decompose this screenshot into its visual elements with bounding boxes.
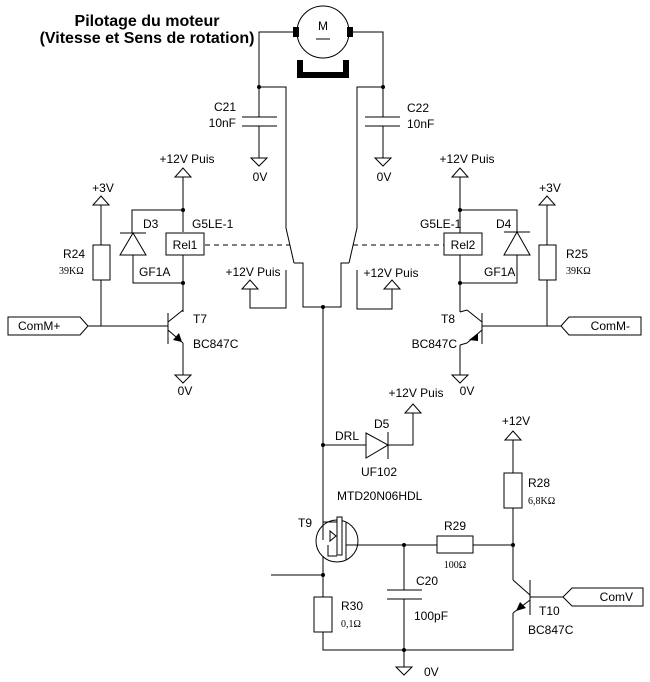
t9-model: MTD20N06HDL: [337, 489, 423, 503]
supply-arrow-icon: [240, 279, 260, 290]
t8-ground-label: 0V: [460, 384, 475, 398]
capacitor-c21: [242, 87, 277, 167]
supply-arrow-icon: [91, 195, 111, 206]
ground-icon: [450, 374, 470, 384]
capacitor-c20: [387, 545, 422, 650]
r25-ref: R25: [566, 247, 588, 261]
t8-model: BC847C: [412, 337, 458, 351]
npn-transistor-t10: [512, 579, 531, 615]
r24-ref: R24: [63, 247, 85, 261]
resistor-r24: [92, 244, 111, 281]
t8-ref: T8: [441, 312, 455, 326]
d3-value: GF1A: [139, 265, 170, 279]
c21-value: 10nF: [209, 116, 236, 130]
supply-arrow-icon: [382, 279, 402, 290]
rel1-contact-supply-label: +12V Puis: [225, 265, 280, 279]
t10-model: BC847C: [528, 623, 574, 637]
r30-value: 0,1Ω: [341, 619, 361, 630]
wire: [322, 613, 514, 651]
d5-supply-label: +12V Puis: [388, 386, 443, 400]
d4-ref: D4: [496, 217, 512, 231]
c21-ref: C21: [214, 100, 236, 114]
rel1-model: G5LE-1: [192, 217, 234, 231]
c21-ground-label: 0V: [253, 170, 268, 184]
title-line-1: Pilotage du moteur: [75, 13, 220, 30]
c22-ref: C22: [407, 101, 429, 115]
c20-ref: C20: [416, 574, 438, 588]
relay-coil-rel2: [443, 232, 483, 256]
d4-value: GF1A: [484, 265, 515, 279]
drl-net-label: DRL: [335, 429, 359, 443]
npn-transistor-t7: [167, 309, 193, 384]
ground-icon: [249, 157, 269, 167]
capacitor-c22: [365, 87, 400, 167]
supply-arrow-icon: [450, 167, 470, 178]
c22-value: 10nF: [407, 117, 434, 131]
supply-arrow-icon: [403, 403, 423, 414]
main-ground-label: 0V: [424, 665, 439, 679]
t7-ground-label: 0V: [178, 384, 193, 398]
c20-value: 100pF: [414, 609, 448, 623]
rel2-supply-label: +12V Puis: [439, 152, 494, 166]
r28-ref: R28: [528, 476, 550, 490]
comm-plus-label: ComM+: [18, 319, 60, 333]
t10-ref: T10: [539, 604, 560, 618]
rel2-ref: Rel2: [451, 238, 476, 252]
rel1-supply-label: +12V Puis: [159, 152, 214, 166]
supply-arrow-icon: [503, 430, 523, 441]
r25-supply-label: +3V: [539, 181, 561, 195]
c22-ground-label: 0V: [377, 170, 392, 184]
wire: [258, 31, 293, 87]
d3-ref: D3: [143, 217, 159, 231]
relay-coil-rel1: [165, 232, 205, 256]
t9-ref: T9: [298, 516, 312, 530]
motor-symbol-label: M: [318, 19, 328, 33]
r24-value: 39KΩ: [59, 266, 84, 277]
ground-icon: [394, 666, 414, 676]
r30-ref: R30: [341, 599, 363, 613]
ground-icon: [173, 374, 193, 384]
title-line-2: (Vitesse et Sens de rotation): [40, 30, 255, 47]
mosfet-t9: [315, 516, 359, 575]
diode-d3: [119, 209, 183, 284]
wire: [259, 86, 287, 228]
dc-motor-icon: [293, 5, 353, 78]
comv-label: ComV: [600, 590, 633, 604]
t7-model: BC847C: [193, 337, 239, 351]
resistor-r29: [436, 535, 474, 554]
d5-value: UF102: [361, 465, 397, 479]
r24-supply-label: +3V: [92, 181, 114, 195]
r29-ref: R29: [444, 519, 466, 533]
comm-minus-label: ComM-: [591, 319, 630, 333]
r28-value: 6,8KΩ: [528, 496, 555, 507]
wire: [353, 31, 384, 87]
rel2-contact-supply-label: +12V Puis: [363, 266, 418, 280]
ground-icon: [373, 157, 393, 167]
supply-arrow-icon: [173, 167, 193, 178]
resistor-r25: [538, 244, 557, 281]
wire: [356, 86, 383, 228]
diode-d5: [323, 403, 423, 459]
rel2-model: G5LE-1: [420, 217, 462, 231]
d5-ref: D5: [374, 417, 390, 431]
relay-contact-rel2: [323, 227, 402, 310]
diode-d4: [460, 209, 531, 284]
t7-ref: T7: [193, 312, 207, 326]
r29-value: 100Ω: [444, 560, 466, 571]
resistor-r30: [313, 596, 333, 633]
port-comv[interactable]: ComV: [562, 587, 644, 607]
rel1-ref: Rel1: [173, 238, 198, 252]
npn-transistor-t8: [450, 309, 483, 384]
port-comm-plus[interactable]: ComM+: [7, 316, 89, 336]
r25-value: 39KΩ: [566, 266, 591, 277]
resistor-r28: [503, 472, 523, 509]
supply-arrow-icon: [537, 195, 557, 206]
r28-supply-label: +12V: [502, 414, 530, 428]
port-comm-minus[interactable]: ComM-: [560, 316, 642, 336]
